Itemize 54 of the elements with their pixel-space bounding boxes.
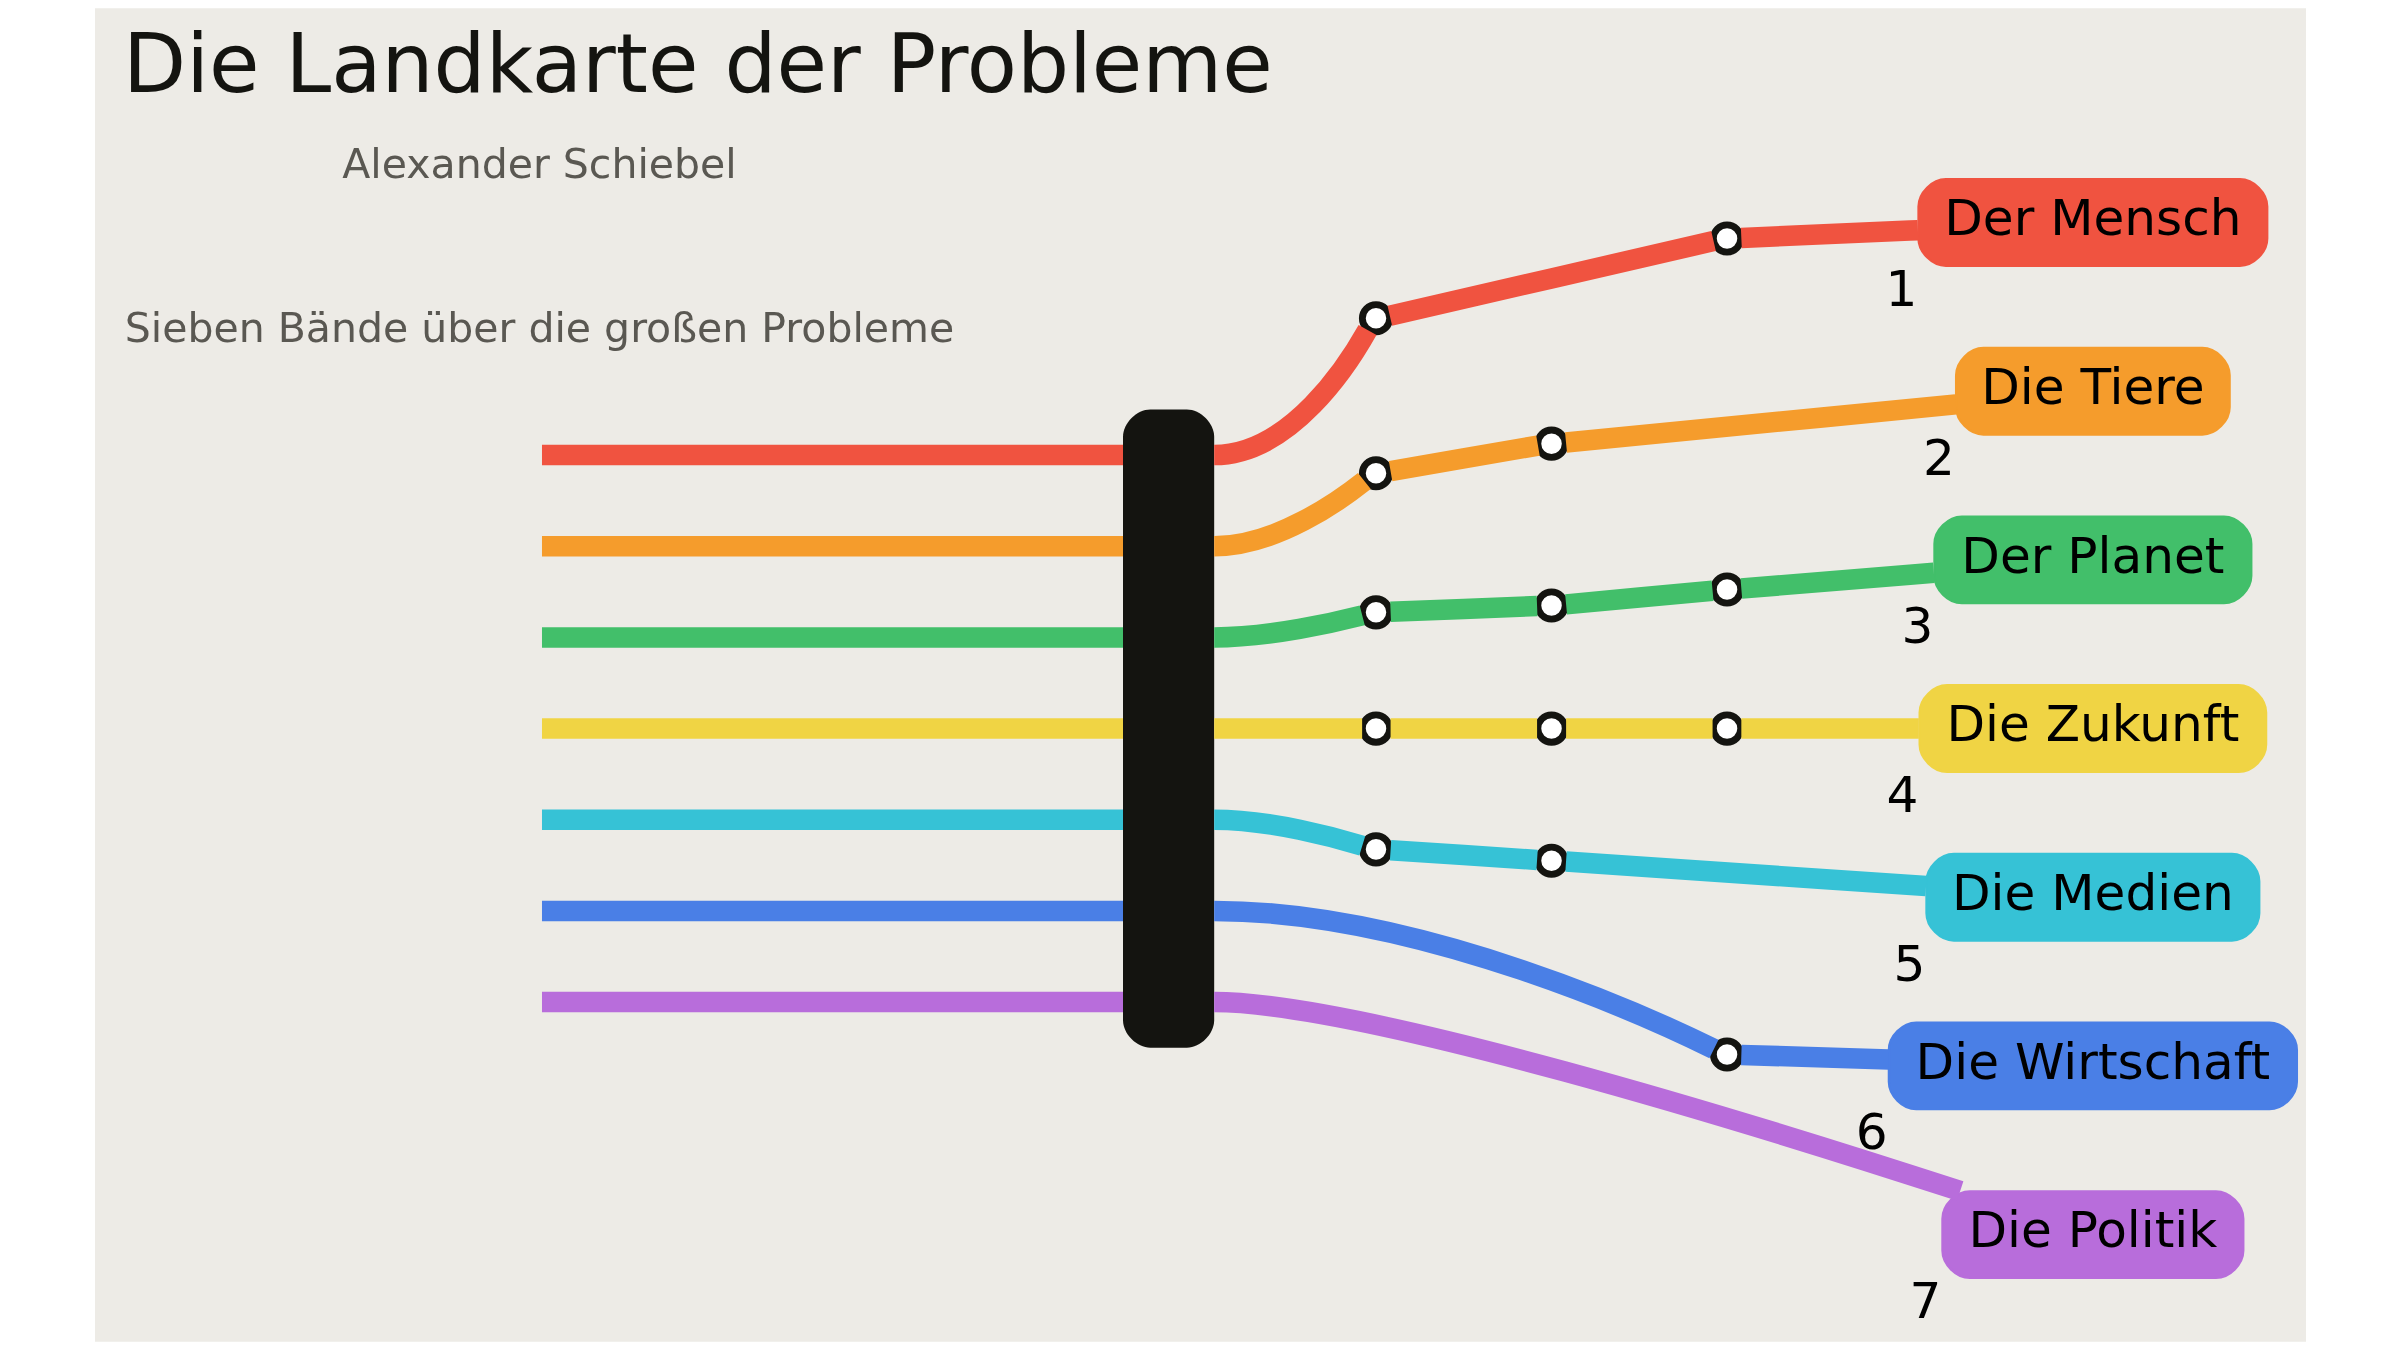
node-circle: [1533, 843, 1569, 878]
connector: [1389, 839, 1538, 871]
connector: [1564, 580, 1714, 615]
connector: [1213, 605, 1365, 648]
node-circle: [1358, 595, 1393, 630]
node-box: Die Politik: [1940, 1190, 2244, 1280]
node-circle: [1709, 572, 1744, 607]
label: Sieben Bände über die großen Probleme: [124, 303, 954, 352]
node-box: Die Wirtschaft: [1887, 1021, 2298, 1111]
node-box: Die Zukunft: [1918, 684, 2267, 773]
connector: [1740, 219, 1918, 249]
connector: [541, 809, 1123, 830]
connector: [1387, 231, 1716, 326]
node-circle: [1358, 301, 1393, 336]
connector: [1213, 473, 1371, 557]
node-label: 4: [1886, 764, 1918, 824]
diagram-title: Die Landkarte der Probleme: [122, 16, 1273, 112]
node-circle: [1358, 832, 1393, 867]
node-label: 6: [1855, 1102, 1888, 1162]
node-circle: [1533, 426, 1569, 461]
label: Alexander Schiebel: [341, 139, 737, 188]
node-label: 7: [1908, 1271, 1941, 1331]
connector: [541, 991, 1123, 1013]
connector: [1564, 851, 1927, 897]
connector: [1740, 562, 1935, 599]
node-label: 3: [1900, 596, 1933, 656]
connector: [1213, 718, 1362, 739]
connector: [1389, 595, 1537, 623]
connector: [1740, 1044, 1889, 1070]
connector: [1213, 809, 1365, 856]
node-circle: [1358, 456, 1393, 491]
connector: [1213, 991, 1963, 1201]
connector: [541, 444, 1123, 466]
connector: [541, 900, 1123, 922]
connector: [1740, 718, 1919, 739]
connector: [541, 718, 1123, 739]
node-circle: [1709, 1037, 1744, 1072]
node-box: Der Planet: [1932, 515, 2252, 605]
connector: [541, 627, 1123, 648]
connector: [1212, 324, 1376, 466]
node-circle: [1709, 221, 1744, 256]
connector: [1388, 435, 1540, 482]
node-box: Die Medien: [1924, 852, 2260, 942]
node-bar: [1122, 409, 1214, 1048]
node-box: Der Mensch: [1916, 178, 2268, 267]
connector: [1390, 718, 1537, 739]
connector: [541, 535, 1123, 557]
node-label: 1: [1884, 258, 1917, 318]
connector: [1565, 718, 1713, 739]
node-box: Die Tiere: [1954, 346, 2231, 436]
node-label: 5: [1892, 933, 1925, 993]
connector: [1213, 900, 1718, 1059]
node-label: 2: [1922, 427, 1955, 487]
connector: [1564, 394, 1957, 453]
